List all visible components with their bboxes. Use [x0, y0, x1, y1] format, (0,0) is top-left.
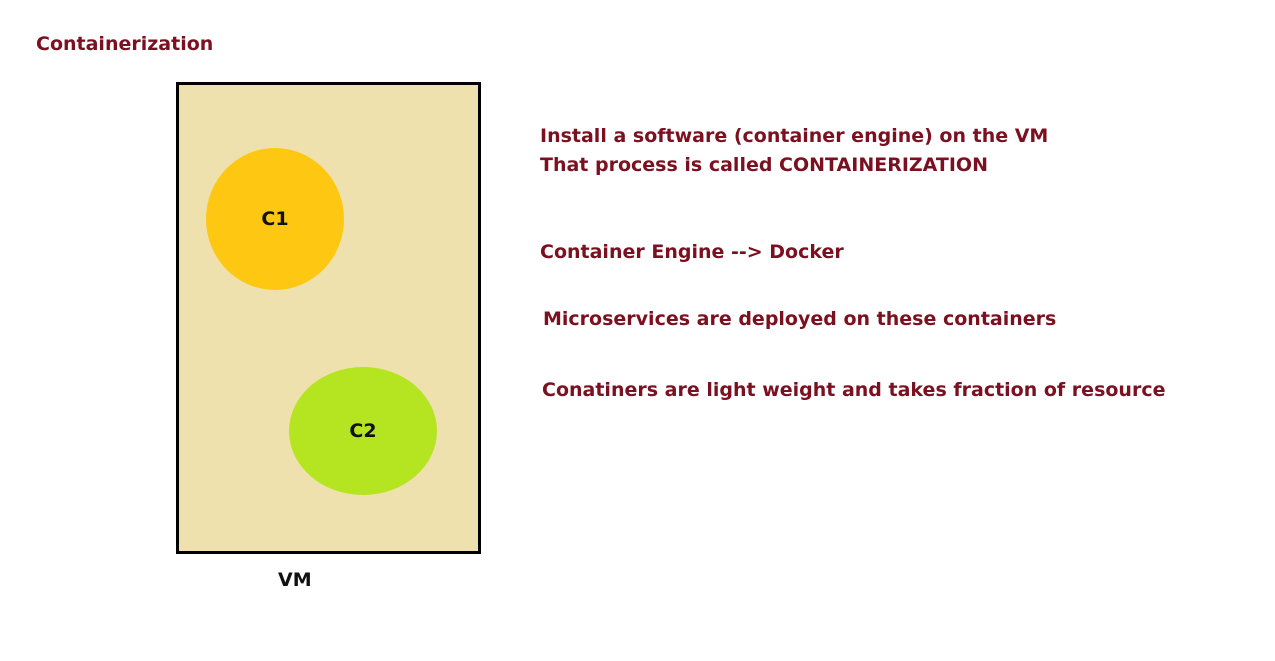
- note-containerization-process: That process is called CONTAINERIZATION: [540, 154, 988, 176]
- vm-box: C1 C2: [176, 82, 481, 554]
- container-c1: C1: [206, 148, 344, 290]
- note-lightweight: Conatiners are light weight and takes fr…: [542, 379, 1166, 401]
- page-title: Containerization: [36, 33, 214, 55]
- container-c2-label: C2: [349, 420, 377, 442]
- note-microservices: Microservices are deployed on these cont…: [543, 308, 1057, 330]
- vm-label: VM: [278, 569, 312, 591]
- container-c1-label: C1: [261, 208, 289, 230]
- note-install-engine: Install a software (container engine) on…: [540, 125, 1049, 147]
- note-container-engine: Container Engine --> Docker: [540, 241, 844, 263]
- container-c2: C2: [289, 367, 437, 495]
